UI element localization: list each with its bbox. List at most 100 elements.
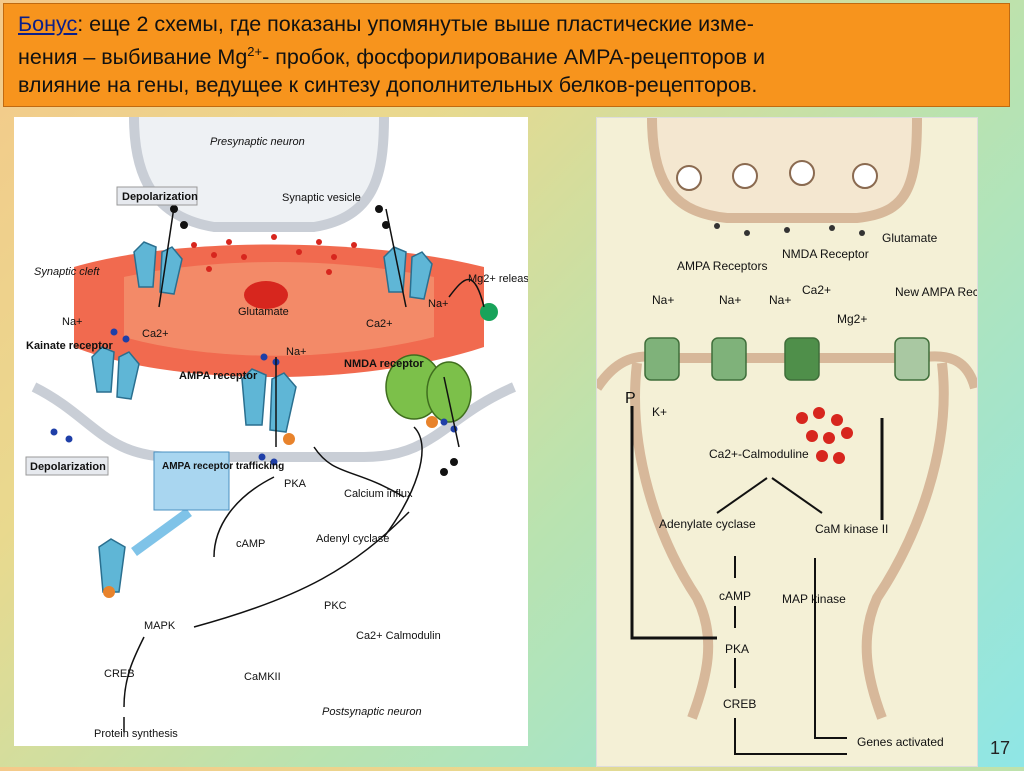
arrow-up-right [385,208,407,308]
arrow-pka-camp [213,476,275,558]
nmda-receptor [784,337,820,381]
mg-ion [480,303,498,321]
nmda-receptor-shape-2 [426,361,472,423]
header-line1: : еще 2 схемы, где показаны упомянутые в… [77,12,754,36]
mapk-label: MAPK [144,620,176,632]
na1-label: Na+ [652,293,674,307]
depolarization-bottom-box [25,456,109,476]
ca-calmodulin-label: Ca2+ Calmodulin [356,630,441,642]
ca-kainate-label: Ca2+ [142,328,169,340]
arrow-to-adenyl [383,426,423,538]
new-ampa-label: New AMPA Receptor [895,285,977,299]
p-label-r: P [625,390,636,407]
trafficked-ampa-receptor [98,538,126,593]
glutamate-label-r: Glutamate [882,231,938,245]
ca-calmoduline-label: Ca2+-Calmoduline [709,447,809,461]
na-ampa-label: Na+ [286,346,307,358]
nmda-receptor-label: NMDA receptor [344,358,424,370]
arrow-mg-release [448,279,485,308]
arrow-p-feedback [630,406,717,640]
synaptic-vesicle-label: Synaptic vesicle [282,192,361,204]
header-line2a: нения – выбивание Mg [18,45,248,70]
synapse-right-svg: Glutamate AMPA Receptors NMDA Receptor N… [592,117,1006,755]
creb-label-r: CREB [723,697,756,711]
na3-label: Na+ [769,293,791,307]
synapse-diagram-right: Glutamate AMPA Receptors NMDA Receptor N… [592,117,1006,767]
arrow-nmda-down [443,376,460,448]
arrow-to-camkinase [771,477,823,514]
depolarization-top-box [116,186,198,206]
kainate-receptor-shape-2 [116,351,140,400]
ca-nmda-label-r: Ca2+ [802,283,831,297]
synapse-diagram-left: Presynaptic neuron Depolarization Synapt… [14,116,535,746]
ampa-receptor-2 [711,337,747,381]
glutamate-blob [244,281,288,309]
header-line2-sup: 2+ [247,44,263,59]
na-nmda-label: Na+ [428,298,449,310]
receptor-top-right-2 [409,251,433,300]
presynaptic-label: Presynaptic neuron [210,136,305,148]
postsynaptic-right-wall [861,362,949,720]
postsynaptic-label: Postsynaptic neuron [322,706,422,718]
depolarization-bottom-label: Depolarization [30,461,106,473]
cam-kinase-label: CaM kinase II [815,522,888,536]
ampa-receptor-shape [241,368,267,426]
p-badge-ampa [283,433,295,445]
ampa-receptors-label: AMPA Receptors [677,259,767,273]
new-ampa-receptor [894,337,930,381]
adenyl-cyclase-label: Adenyl cyclase [316,533,389,545]
cleft-highlight [124,262,434,356]
header-text: Бонус: еще 2 схемы, где показаны упомяну… [18,10,999,99]
camp-label-r: cAMP [719,589,751,603]
arrow-map-genes [814,558,847,739]
protein-synthesis-label: Protein synthesis [94,728,178,740]
camp-label: cAMP [236,538,265,550]
arrow-mapk-creb [123,636,145,708]
synaptic-cleft-label: Synaptic cleft [34,266,100,278]
kainate-receptor-label: Kainate receptor [26,340,114,352]
page-number: 17 [990,738,1011,758]
glutamate-label: Glutamate [238,306,289,318]
receptor-top-left [133,241,157,288]
ca-nmda-label: Ca2+ [366,318,393,330]
arrow-to-adenylate [716,477,768,514]
map-kinase-label: MAP kinase [782,592,846,606]
pka-label-r: PKA [725,642,749,656]
glutamate-particles [714,223,865,236]
arrow-creb-genes [734,718,847,755]
pka-label: PKA [284,478,307,490]
k-label-r: K+ [652,405,667,419]
genes-activated-label: Genes activated [857,735,944,749]
na2-label: Na+ [719,293,741,307]
trafficking-arrow [131,507,192,557]
mg-label: Mg2+ [837,312,867,326]
presynaptic-bouton [647,117,922,223]
glutamate-dots [191,234,357,275]
depolarization-top-label: Depolarization [122,191,198,203]
p-badge-nmda [426,416,438,428]
ampa-trafficking-label: AMPA receptor trafficking [162,461,284,472]
nmda-receptor-label-r: NMDA Receptor [782,247,869,261]
vesicles [676,160,878,191]
synapse-left-svg: Presynaptic neuron Depolarization Synapt… [25,116,535,740]
arrow-calcium-pka [313,446,405,498]
postsynaptic-left-wall [630,362,714,720]
ampa-receptor-label: AMPA receptor [179,370,258,382]
header-line3: влияние на гены, ведущее к синтезу допол… [18,73,758,98]
pkc-label: PKC [324,600,347,612]
adenylate-cyclase-label: Adenylate cyclase [659,517,756,531]
arrow-na-up-left [158,206,175,308]
slide-header: Бонус: еще 2 схемы, где показаны упомяну… [3,3,1010,107]
mg-release-label: Mg2+ release [468,273,528,285]
kainate-receptor-shape [91,346,115,393]
bonus-label: Бонус [18,12,78,36]
ca-calmoduline-dots [796,407,853,464]
creb-label: CREB [104,668,135,680]
header-line2b: - пробок, фосфорилирование АМРА-рецептор… [262,45,765,70]
trafficking-box [153,451,230,511]
camkii-label: CaMKII [244,671,281,683]
na-kainate-label: Na+ [62,316,83,328]
calcium-influx-label: Calcium influx [344,488,413,500]
ampa-receptor-shape-2 [269,372,297,433]
ampa-receptor-1 [644,337,680,381]
